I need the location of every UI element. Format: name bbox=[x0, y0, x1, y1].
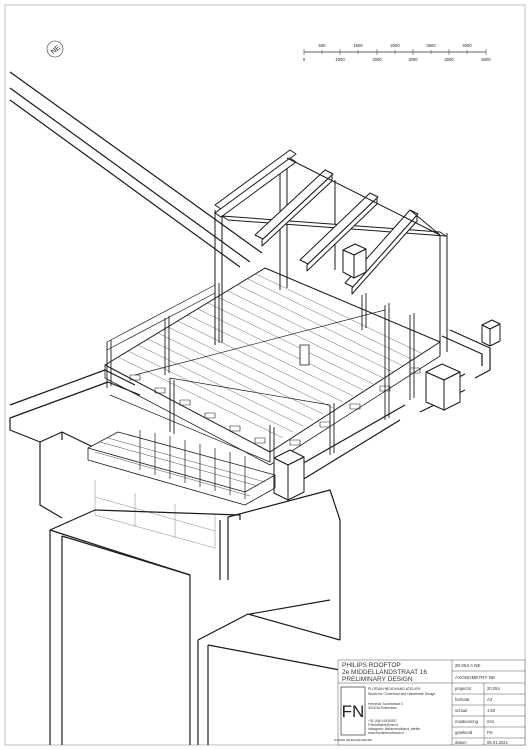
field-label-schaal: schaal bbox=[455, 708, 468, 713]
field-value-formaat: A3 bbox=[487, 697, 493, 702]
firm-street: Hendrick Sorchstraat 3 bbox=[368, 702, 403, 706]
project-title: PHILIPS ROOFTOP bbox=[342, 662, 401, 669]
north-arrow-label: NE bbox=[50, 44, 62, 56]
field-label-formaat: formaat bbox=[455, 697, 470, 702]
design-stage: PRELIMINARY DESIGN bbox=[342, 676, 413, 683]
firm-city: 3021HA Rotterdam bbox=[368, 706, 397, 710]
scale-bottom-tick-label: 2000 bbox=[372, 57, 382, 62]
drawing-name: AXONOMETRY NE bbox=[455, 675, 496, 680]
planter-box bbox=[342, 243, 367, 279]
railing-rails bbox=[106, 284, 386, 463]
field-label-maatvoering: maatvoering bbox=[455, 719, 479, 724]
scale-top-tick-label: 4500 bbox=[462, 43, 472, 48]
field-label-projectnr: projectnr bbox=[455, 686, 472, 691]
firm-logo-mark: FN bbox=[342, 702, 365, 721]
planter-box bbox=[273, 449, 305, 501]
field-value-datum: 06.01.2021 bbox=[487, 740, 508, 745]
firm-phone: +31 (0)6 41830857 bbox=[368, 719, 397, 723]
firm-logo-caption: FLORIAN NEUDHAND ATELIER bbox=[334, 738, 372, 742]
project-address: 2e MIDDELLANDSTRAAT 16 bbox=[342, 669, 428, 676]
scale-top-tick-label: 3500 bbox=[426, 43, 436, 48]
pergola-beams bbox=[254, 169, 419, 295]
roof-parapet bbox=[9, 71, 491, 519]
firm-logo: FN FLORIAN NEUDHAND ATELIER bbox=[334, 686, 372, 742]
scale-bottom-tick-label: 3000 bbox=[408, 57, 418, 62]
building-walls bbox=[49, 489, 341, 745]
deck-fixture bbox=[299, 344, 310, 366]
north-arrow: NE bbox=[46, 40, 64, 58]
firm-tagline: Studio for Contextual and Handmade Desig… bbox=[368, 692, 436, 696]
north-arrow-circle bbox=[46, 40, 64, 58]
field-value-maatvoering: mm bbox=[487, 719, 494, 724]
scale-top-tick-label: 500 bbox=[319, 43, 327, 48]
scale-top-tick-label: 1500 bbox=[353, 43, 363, 48]
field-value-schaal: 1:50 bbox=[487, 708, 496, 713]
scale-bottom-tick-label: 0 bbox=[303, 57, 306, 62]
planter-box bbox=[481, 319, 501, 347]
field-label-getekend: getekend bbox=[455, 730, 473, 735]
firm-web: www.florianneudhand.nl bbox=[368, 731, 405, 735]
lower-balcony bbox=[87, 430, 276, 506]
scale-bottom-tick-label: 1000 bbox=[335, 57, 345, 62]
field-label-datum: datum bbox=[455, 740, 467, 745]
field-value-getekend: FN bbox=[487, 730, 493, 735]
facade-window bbox=[94, 480, 216, 549]
firm-email: F.Neudhand@me.nl bbox=[368, 723, 399, 727]
planter-box bbox=[425, 363, 461, 411]
field-value-projectnr: 20.054 bbox=[487, 686, 500, 691]
pergola bbox=[214, 149, 448, 355]
firm-name: FLORIAN NEUDHAND ATELIER bbox=[368, 687, 421, 691]
drawing-id: 20.054 A NE bbox=[455, 663, 481, 668]
deck-joists bbox=[129, 367, 421, 446]
scale-bottom-tick-label: 5000 bbox=[481, 57, 491, 62]
balcony-balusters bbox=[139, 430, 246, 499]
scale-top-tick-label: 2500 bbox=[390, 43, 400, 48]
scale-bar: 500 1500 2500 3500 4500 0 1000 2000 3000… bbox=[303, 43, 491, 62]
firm-instagram: instagram: florianneudhand_atelier bbox=[368, 727, 421, 731]
title-block bbox=[337, 659, 526, 746]
axonometric-drawing bbox=[9, 71, 501, 745]
scale-bottom-tick-label: 4000 bbox=[444, 57, 454, 62]
